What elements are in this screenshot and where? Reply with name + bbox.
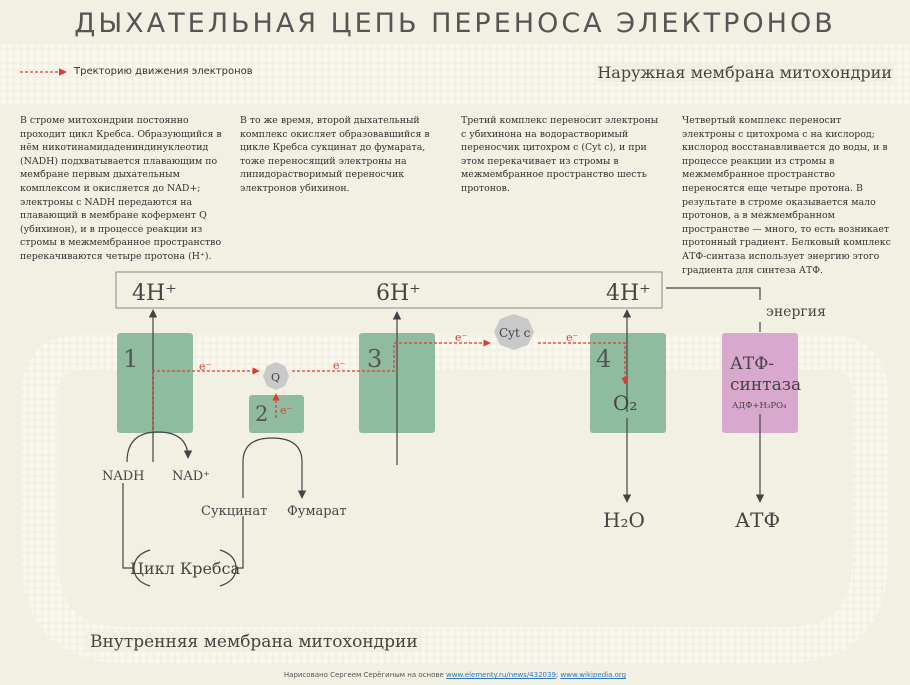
description-complex-4: Четвертый комплекс переносит электроны с…	[682, 115, 891, 276]
electron-label-a: e⁻	[199, 360, 212, 373]
krebs-nadh-link	[122, 483, 133, 569]
description-complex-1: В строме митохондрии постоянно проходит …	[20, 115, 222, 262]
electron-label-d: e⁻	[455, 331, 468, 344]
description-complex-2: В то же время, второй дыхательный компле…	[240, 115, 430, 194]
cytochrome-c-label: Cyt c	[499, 326, 531, 340]
atp-label: АТФ	[735, 508, 780, 532]
ubiquinone-label: Q	[271, 371, 280, 384]
complex-1-label: 1	[123, 345, 138, 373]
page-title: ДЫХАТЕЛЬНАЯ ЦЕПЬ ПЕРЕНОСА ЭЛЕКТРОНОВ	[74, 8, 836, 39]
krebs-cycle-label: Цикл Кребса	[130, 559, 241, 578]
legend-label: Тректорию движения электронов	[74, 66, 253, 77]
complex-1	[117, 333, 193, 433]
credit-link-elementy[interactable]: www.elementy.ru/news/432039	[446, 671, 556, 679]
proton-label-4: 4H⁺	[606, 281, 651, 306]
description-complex-3: Третий комплекс переносит электроны с уб…	[461, 115, 659, 194]
nadh-label: NADH	[102, 469, 145, 484]
krebs-bracket-left	[133, 549, 151, 587]
outer-membrane-label: Наружная мембрана митохондрии	[595, 63, 894, 82]
complex-4-label: 4	[596, 345, 611, 373]
credit-link-wikipedia[interactable]: www.wikipedia.org	[560, 671, 627, 679]
energy-label: энергия	[766, 304, 826, 320]
nadh-oxidation-curve	[126, 431, 193, 463]
water-label: H₂O	[603, 508, 645, 532]
electron-label-c: e⁻	[280, 404, 293, 417]
succinate-label: Сукцинат	[201, 504, 267, 519]
inner-membrane	[22, 334, 888, 663]
electron-label-b: e⁻	[333, 359, 346, 372]
atp-synthase-label-2: синтаза	[730, 375, 801, 395]
electron-path-cyt-to-4	[538, 342, 629, 385]
ubiquinone-q	[263, 362, 289, 390]
complex-3-label: 3	[367, 345, 382, 373]
credit-separator: ;	[555, 671, 559, 679]
atp-synthase-reaction: АДФ+H₃PO₄	[732, 401, 787, 411]
electron-path-q-to-cyt	[292, 339, 491, 372]
proton-label-3: 6H⁺	[376, 281, 421, 306]
credit-prefix: Нарисовано Сергеем Серёгиным на основе	[283, 671, 444, 679]
electron-path-1-to-q	[152, 367, 260, 432]
intermembrane-space-box	[115, 271, 663, 309]
atp-synthase	[722, 333, 798, 433]
complex-2-label: 2	[255, 402, 268, 426]
succinate-oxidation-curve	[242, 437, 307, 499]
energy-line	[666, 287, 761, 300]
proton-label-1: 4H⁺	[132, 281, 177, 306]
complex-2	[249, 395, 304, 433]
nad-label: NAD⁺	[172, 469, 210, 484]
krebs-bracket-right	[219, 549, 237, 587]
credit-line: Нарисовано Сергеем Серёгиным на основе w…	[0, 671, 910, 679]
atp-synthase-label-1: АТФ-	[730, 354, 774, 374]
cytochrome-c	[494, 314, 534, 350]
fumarate-label: Фумарат	[287, 504, 347, 519]
electron-label-e: e⁻	[566, 331, 579, 344]
oxygen-label: O₂	[613, 391, 637, 415]
inner-membrane-label: Внутренняя мембрана митохондрии	[86, 632, 422, 652]
krebs-succinate-link	[236, 516, 244, 569]
